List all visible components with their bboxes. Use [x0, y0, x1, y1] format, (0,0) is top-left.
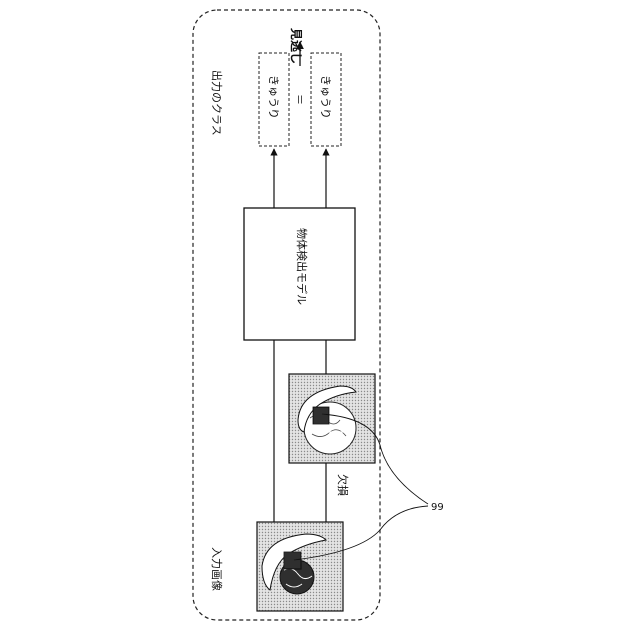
input-image-label: 入力画像 — [210, 547, 223, 591]
class-box-1-text: きゅうり — [267, 75, 280, 119]
output-class-label: 出力のクラス — [210, 70, 224, 136]
equals-sign: ＝ — [293, 94, 306, 105]
input-image — [257, 522, 343, 611]
defect-label: 欠損 — [336, 474, 350, 496]
object-detection-model-label: 物体検出モデル — [295, 228, 309, 305]
reference-number: 99 — [431, 502, 444, 513]
defective-image — [289, 374, 375, 463]
miss-label: 見逃し — [289, 27, 304, 64]
class-box-2-text: きゅうり — [319, 75, 332, 119]
